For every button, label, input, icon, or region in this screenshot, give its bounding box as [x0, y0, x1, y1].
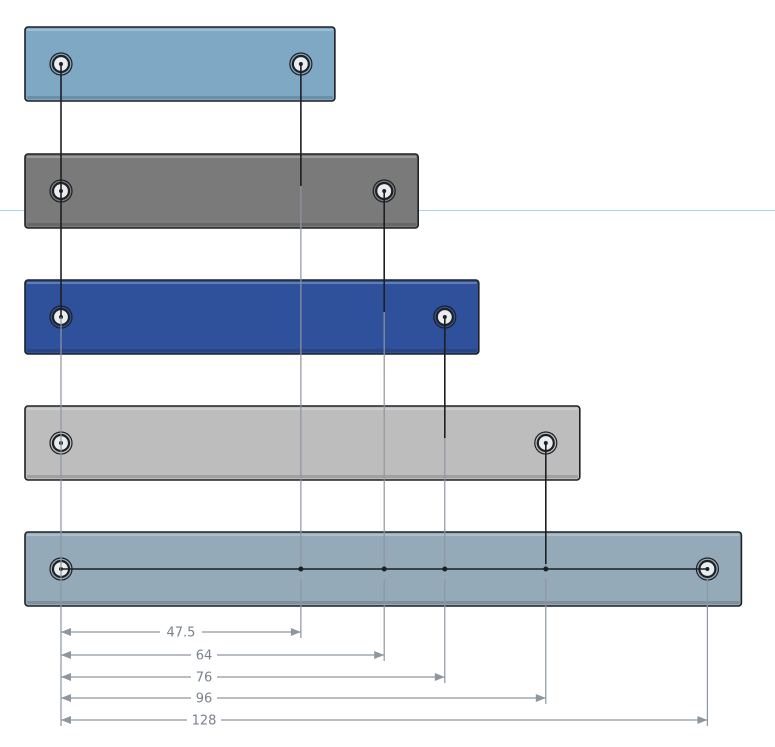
dimension-label-bg — [159, 624, 202, 640]
dimension-arrow-right — [374, 651, 385, 659]
dimension-128: 128 — [61, 712, 708, 729]
dimension-label: 64 — [196, 649, 213, 664]
bar-highlight — [27, 408, 578, 410]
bars-layer — [24, 26, 743, 607]
dimension-annotations: 47.5 64 76 96 128 — [61, 624, 708, 729]
bar-body — [24, 405, 581, 481]
bar-3 — [24, 279, 480, 355]
dimension-arrow-left — [61, 628, 71, 636]
dimension-label: 47.5 — [166, 626, 195, 641]
dimension-arrow-right — [697, 716, 708, 724]
bar-body — [24, 153, 420, 229]
dimension-47-5: 47.5 — [61, 624, 301, 641]
dimension-arrow-right — [535, 694, 546, 702]
bar-body — [24, 279, 480, 355]
dimension-64: 64 — [61, 647, 385, 664]
dimension-arrow-left — [61, 673, 71, 681]
dimension-96: 96 — [61, 690, 546, 707]
bar-1 — [24, 26, 336, 102]
dimension-arrow-left — [61, 651, 71, 659]
centerline-node — [442, 566, 448, 572]
bar-shade — [27, 475, 578, 478]
centerline-node — [298, 566, 304, 572]
bar-2 — [24, 153, 420, 229]
dimension-label-bg — [191, 690, 217, 706]
bar-highlight — [27, 534, 740, 536]
dimension-76: 76 — [61, 669, 445, 686]
bar-shade — [27, 223, 417, 226]
dimension-arrow-right — [290, 628, 301, 636]
dimension-arrow-left — [61, 716, 71, 724]
dimension-arrow-left — [61, 694, 71, 702]
dimension-label: 76 — [196, 671, 213, 686]
dimension-arrow-right — [434, 673, 445, 681]
dimension-label-bg — [191, 669, 217, 685]
dimension-label-bg — [191, 647, 217, 663]
bar-shade — [27, 349, 477, 352]
bar-highlight — [27, 29, 333, 31]
centerline-node — [381, 566, 387, 572]
dimension-label: 96 — [196, 692, 213, 707]
centerline-node — [543, 566, 549, 572]
bar-4 — [24, 405, 581, 481]
bar-shade — [27, 601, 740, 604]
dimension-label-bg — [187, 712, 221, 728]
bar-shade — [27, 96, 333, 99]
dimension-label: 128 — [192, 714, 217, 729]
bar-body — [24, 26, 336, 102]
leader-lines — [60, 64, 709, 726]
bar-highlight — [27, 282, 477, 284]
bar-highlight — [27, 156, 417, 158]
